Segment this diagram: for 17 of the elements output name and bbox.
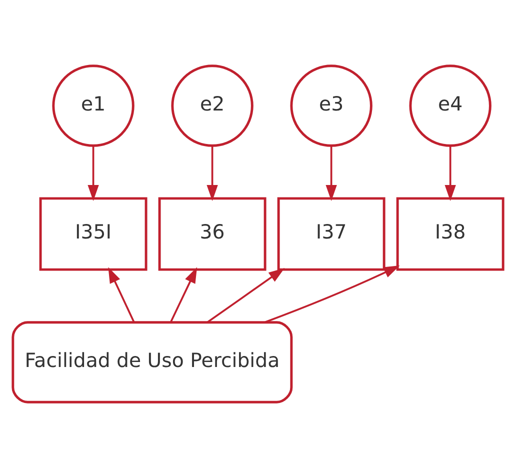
node-box: I38 [396,196,504,270]
arrow [170,266,198,322]
node-circle: e3 [290,64,372,146]
arrow [264,265,400,322]
arrow [444,145,456,200]
node-box: I37 [277,196,386,270]
arrow [88,145,99,200]
arrow [108,266,135,322]
node-circle: e1 [52,64,134,146]
node-box: Facilidad de Uso Percibida [12,320,293,403]
node-circle: e2 [171,64,254,146]
arrow [206,145,218,200]
arrow [326,145,337,200]
node-box: I35I [39,196,148,270]
node-box: 36 [158,196,266,270]
node-circle: e4 [409,64,492,146]
arrow [206,268,285,322]
